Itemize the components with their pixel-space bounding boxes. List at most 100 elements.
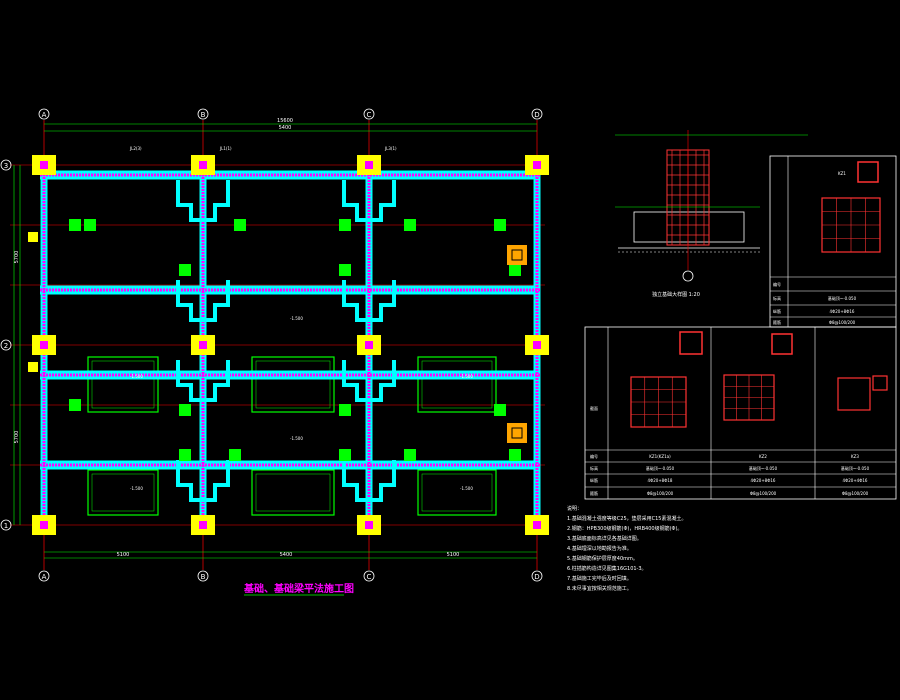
dim-v-span-2: 5700 <box>14 431 20 444</box>
plan-title: 基础、基础梁平法施工图 <box>243 582 354 595</box>
dim-span-2: 5400 <box>280 552 293 558</box>
column-core <box>199 161 207 169</box>
axis-bubble <box>38 570 50 582</box>
beam-notch <box>176 180 230 222</box>
footing-panel-inner <box>421 360 493 409</box>
table-upper-row-label: 箍筋 <box>773 319 781 325</box>
axis-label-a-bottom: A <box>42 573 47 581</box>
dim-span-top-mid: 5400 <box>279 125 292 131</box>
table-lower-cell: 基础顶~-0.050 <box>646 465 675 471</box>
note-1: 1.基础混凝土强度等级C25，垫层采用C15素混凝土。 <box>567 515 686 522</box>
plan-label: -1.500 <box>290 436 303 441</box>
table-upper-cell: 4Φ20+8Φ16 <box>830 309 855 314</box>
plan-label: -1.500 <box>460 486 473 491</box>
axis-bubble <box>38 108 50 120</box>
footing-section-detail <box>615 130 808 282</box>
column-core <box>199 521 207 529</box>
axis-label-b-top: B <box>201 111 206 119</box>
column-pad <box>404 449 416 461</box>
table-lower-cell: 基础顶~-0.050 <box>841 465 870 471</box>
note-6: 6.柱插筋构造详见图集16G101-3。 <box>567 565 647 572</box>
beam-notch <box>176 360 230 402</box>
table-lower-row-label: 箍筋 <box>590 490 598 496</box>
table-lower-row-label: 截面 <box>590 405 598 411</box>
axis-label-c-bottom: C <box>367 573 372 581</box>
table-lower-cell: 4Φ20+8Φ18 <box>648 478 673 483</box>
plan-label: -1.500 <box>460 374 473 379</box>
column-pad <box>494 219 506 231</box>
plan-label: JL2(3) <box>129 146 142 151</box>
table-lower-cell: Φ8@100/200 <box>842 491 869 496</box>
footing-outline <box>633 211 745 243</box>
axis-bubbles-left: 3 2 1 <box>0 159 12 531</box>
dim-span-1: 5100 <box>117 552 130 558</box>
column-pad <box>229 449 241 461</box>
column-pad <box>179 404 191 416</box>
axis-label-1: 1 <box>4 522 8 530</box>
footing-panel-inner <box>255 360 331 409</box>
plan-label: -1.500 <box>130 374 143 379</box>
column-box-inner <box>511 427 523 439</box>
column-core <box>533 161 541 169</box>
table-upper-cell: Φ8@100/200 <box>829 320 856 325</box>
footing-panel <box>251 469 335 516</box>
axis-label-3: 3 <box>4 162 8 170</box>
mini-section <box>857 161 879 183</box>
axis-bubble <box>197 570 209 582</box>
footing-panel-inner <box>91 360 155 409</box>
foundation-plan: JL1(1) JL2(3) JL3(1) -1.500 -1.500 -1.500 -1.5… <box>10 120 549 570</box>
dimension-left: 5700 5700 <box>13 165 21 525</box>
section-title: 独立基础大样图 1:20 <box>652 291 700 298</box>
note-2: 2.钢筋：HPB300级钢筋(Φ)，HRB400级钢筋(Φ)。 <box>567 525 682 532</box>
dimension-bottom: 5100 5400 5100 <box>44 551 537 559</box>
beam-notch <box>342 180 396 222</box>
axis-bubble <box>197 108 209 120</box>
table-lower-cell: Φ8@100/200 <box>647 491 674 496</box>
mini-section <box>771 333 793 355</box>
column-box-orange <box>507 423 527 443</box>
axis-bubble <box>0 519 12 531</box>
plan-label: -1.500 <box>130 486 143 491</box>
axis-bubbles-top: A B C D <box>38 108 543 120</box>
column-pad <box>339 404 351 416</box>
axis-bubble <box>531 108 543 120</box>
column-core <box>40 521 48 529</box>
footing-panel-inner <box>421 473 493 512</box>
column-pad <box>494 404 506 416</box>
axis-label-d-bottom: D <box>534 573 539 581</box>
table-upper-cell: 基础顶~-0.050 <box>828 295 857 301</box>
table-lower-row-label: 纵筋 <box>590 477 598 483</box>
plan-label: JL3(1) <box>384 146 397 151</box>
axis-bubbles-bottom: A B C D <box>38 570 543 582</box>
table-lower-cell: 基础顶~-0.050 <box>749 465 778 471</box>
table-lower-cell: KZ2 <box>759 454 767 459</box>
column-pad <box>84 219 96 231</box>
axis-bubble <box>531 570 543 582</box>
column-core <box>365 161 373 169</box>
footing-panel <box>417 469 497 516</box>
beam-notch <box>176 280 230 322</box>
axis-label-2: 2 <box>4 342 8 350</box>
column-pad <box>509 264 521 276</box>
column-core <box>40 161 48 169</box>
column-pad <box>179 449 191 461</box>
table-upper-row-label: 纵筋 <box>773 308 781 314</box>
footing-panel <box>417 356 497 413</box>
note-7: 7.基础施工完毕后及时回填。 <box>567 575 632 582</box>
dim-total-top: 15600 <box>277 118 293 124</box>
column-box-orange <box>507 245 527 265</box>
note-4: 4.基础埋深以地勘报告为准。 <box>567 545 632 552</box>
dim-v-span-1: 5700 <box>14 251 20 264</box>
plan-label: -1.500 <box>290 316 303 321</box>
column-pad <box>69 399 81 411</box>
column-pad <box>404 219 416 231</box>
dimension-top: 15600 5400 <box>44 118 537 132</box>
mini-section <box>872 375 888 391</box>
axis-bubble <box>363 108 375 120</box>
column-core <box>199 341 207 349</box>
column-pad <box>509 449 521 461</box>
plan-label: JL1(1) <box>219 146 232 151</box>
